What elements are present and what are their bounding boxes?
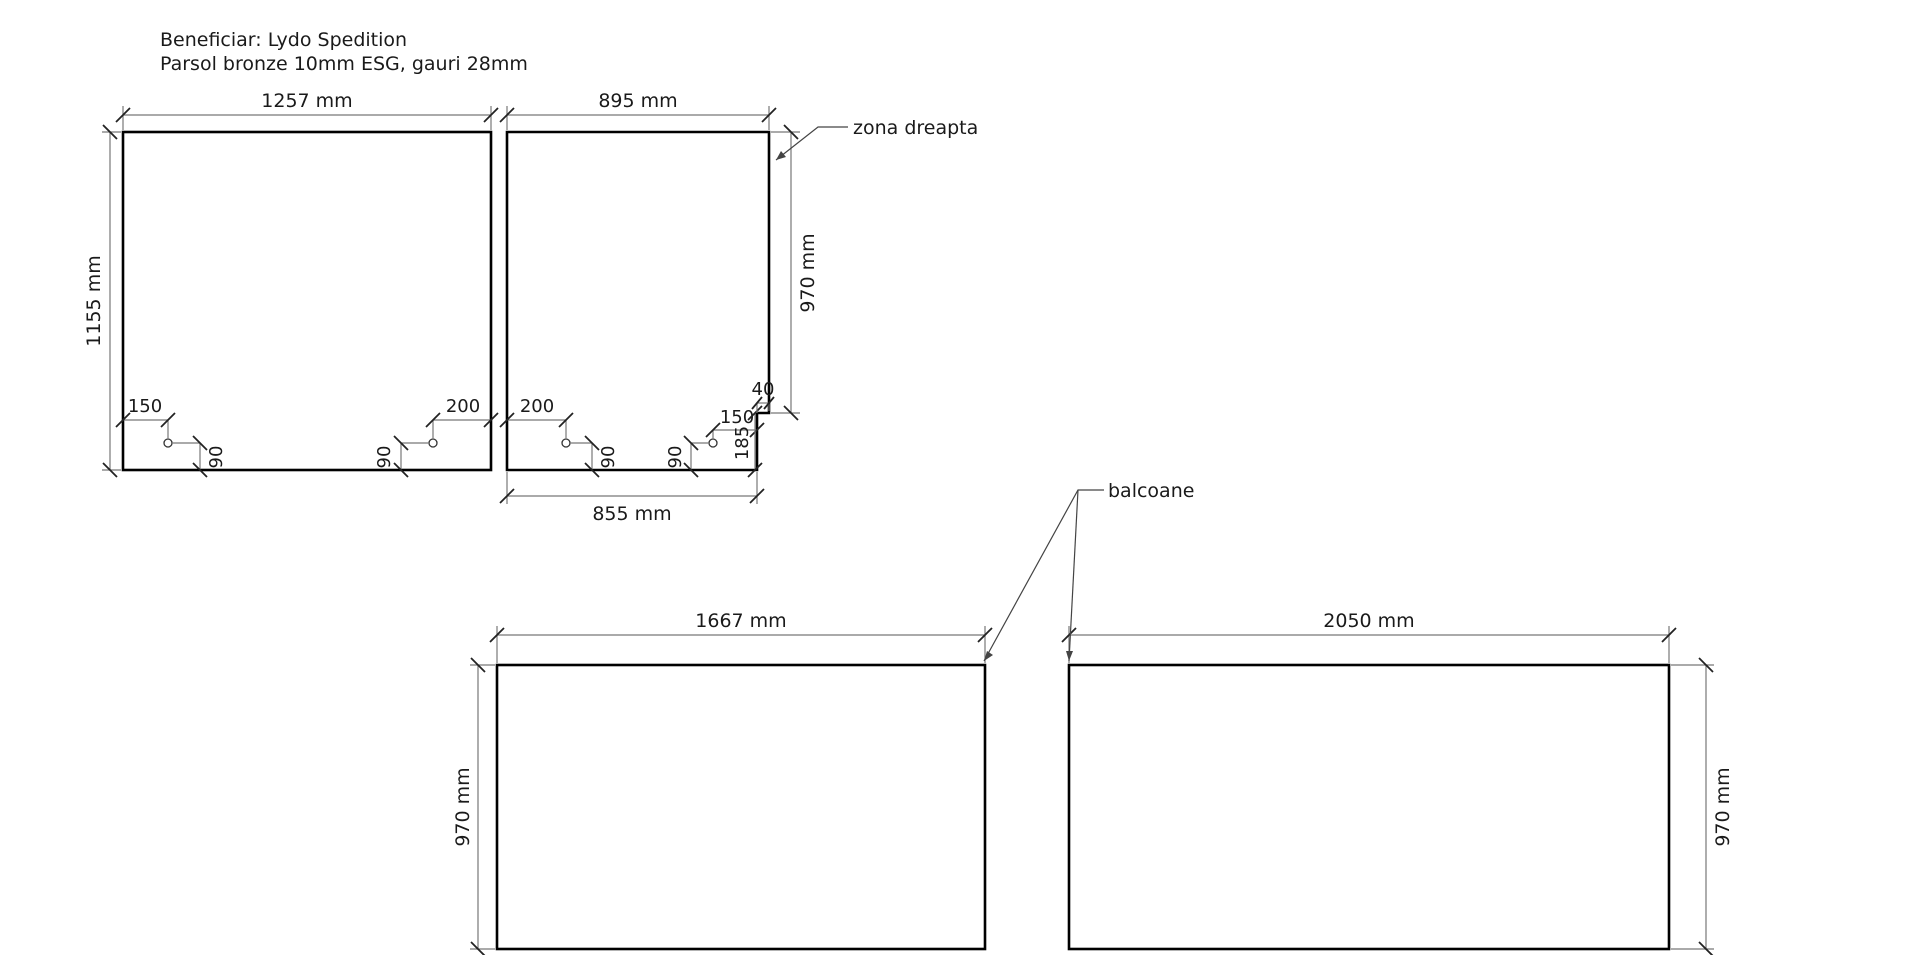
left-panel-hole-left-height: 90 (206, 446, 227, 469)
left-panel-hole-right (428, 438, 438, 448)
right-panel-hole-right (708, 438, 718, 448)
callout-right-zone: zona dreapta (775, 117, 978, 161)
left-panel-height-label: 1155 mm (83, 255, 105, 346)
balcony-left-width-label: 1667 mm (695, 610, 786, 632)
right-panel-hole-left (561, 438, 571, 448)
left-panel-hole-right-offset: 200 (446, 396, 480, 417)
left-panel-hole-left-offset: 150 (128, 396, 162, 417)
callout-right-zone-label: zona dreapta (853, 117, 978, 139)
right-panel-notch-height: 185 (732, 426, 753, 460)
right-panel-hole-right-height: 90 (665, 446, 686, 469)
left-panel-hole-right-height: 90 (374, 446, 395, 469)
beneficiary-text: Beneficiar: Lydo Spedition (160, 29, 407, 51)
balcony-right-height-label: 970 mm (1712, 767, 1734, 846)
balcony-left-outline (495, 663, 987, 951)
balcony-right-panel: 2050 mm 970 mm (1061, 610, 1734, 955)
material-text: Parsol bronze 10mm ESG, gauri 28mm (160, 53, 528, 75)
right-panel-height-label: 970 mm (797, 233, 819, 312)
left-panel: 1257 mm 1155 mm 150 90 200 90 (83, 90, 499, 478)
left-panel-width-label: 1257 mm (261, 90, 352, 112)
right-panel-width-label: 895 mm (598, 90, 677, 112)
left-panel-outline (121, 130, 493, 472)
right-panel-hole-left-offset: 200 (520, 396, 554, 417)
callout-balconies: balcoane (983, 480, 1194, 662)
right-panel-notch-width: 40 (752, 379, 775, 400)
right-panel-hole-right-offset: 150 (720, 407, 754, 428)
balcony-left-panel: 1667 mm 970 mm (452, 610, 993, 955)
right-panel: 895 mm 970 mm 855 mm 200 90 90 (499, 90, 819, 525)
callout-balconies-label: balcoane (1108, 480, 1194, 502)
balcony-left-height-label: 970 mm (452, 767, 474, 846)
left-panel-hole-left (163, 438, 173, 448)
balcony-right-width-label: 2050 mm (1323, 610, 1414, 632)
right-panel-bottom-width-label: 855 mm (592, 503, 671, 525)
balcony-right-outline (1067, 663, 1671, 951)
right-panel-hole-left-height: 90 (598, 446, 619, 469)
